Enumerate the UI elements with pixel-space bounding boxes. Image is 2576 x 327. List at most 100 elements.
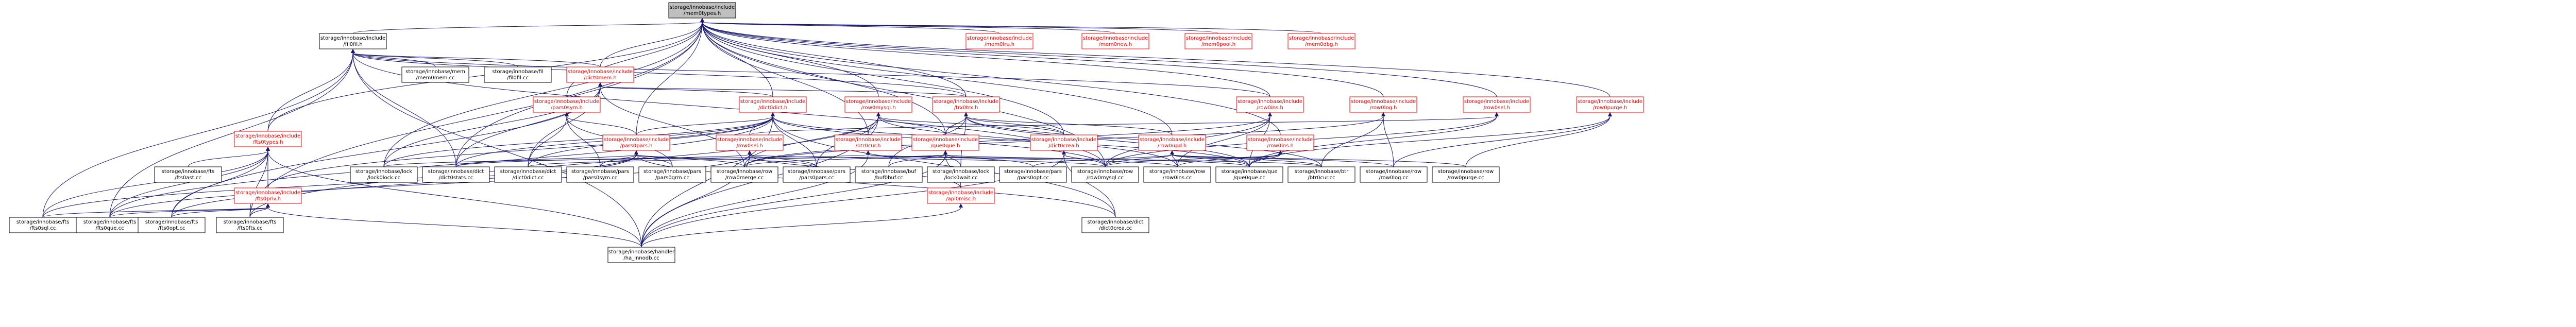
- edge-trx0trx-to-dict0mem: [598, 82, 967, 97]
- node-fts0opt_cc[interactable]: storage/innobase/fts/fts0opt.cc: [138, 217, 206, 233]
- include-edge: [1170, 150, 1466, 167]
- node-box: [9, 217, 77, 233]
- include-edge: [888, 150, 947, 167]
- node-lock0wait_cc[interactable]: storage/innobase/lock/lock0wait.cc: [927, 166, 995, 183]
- edge-pars0pars_cc-to-row0sel2: [748, 150, 817, 167]
- node-fts0ast_cc[interactable]: storage/innobase/fts/fts0ast.cc: [154, 166, 222, 183]
- node-ut0byte[interactable]: storage/innobase/include/mem0pool.h: [1184, 33, 1252, 49]
- node-label-line: /row0purge.cc: [1447, 175, 1484, 181]
- edge-pars0sym_cc-to-pars0sym: [565, 112, 601, 167]
- node-fil0fil[interactable]: storage/innobase/include/fil0fil.h: [319, 33, 387, 49]
- edge-que0que_cc-to-row0ins2: [1249, 150, 1282, 167]
- node-box: [1360, 166, 1428, 183]
- node-row0log[interactable]: storage/innobase/include/row0log.h: [1349, 96, 1417, 113]
- include-edge: [641, 203, 963, 248]
- node-box: [216, 217, 284, 233]
- node-fts0fts_cc[interactable]: storage/innobase/fts/fts0fts.cc: [216, 217, 284, 233]
- node-fil0fil_cc[interactable]: storage/innobase/fil/fil0fil.cc: [484, 66, 552, 83]
- include-edge: [566, 18, 704, 97]
- node-label-line: storage/innobase/include: [568, 69, 633, 75]
- include-edge: [964, 112, 1173, 135]
- node-row0mysql_cc[interactable]: storage/innobase/row/row0mysql.cc: [1071, 166, 1139, 183]
- include-edge: [1062, 150, 1116, 218]
- node-row0merge_cc[interactable]: storage/innobase/row/row0merge.cc: [710, 166, 778, 183]
- node-row0ins_cc[interactable]: storage/innobase/row/row0ins.cc: [1143, 166, 1211, 183]
- edge-row0purge-to-root: [700, 18, 1611, 97]
- node-label-line: /fil0fil.h: [343, 42, 362, 47]
- edge-lock0lock_cc-to-dict0dict: [383, 112, 775, 167]
- node-buf0lru[interactable]: storage/innobase/include/mem0lru.h: [965, 33, 1033, 49]
- node-label-line: /row0sel.h: [736, 143, 763, 149]
- include-edge: [249, 18, 704, 218]
- include-edge: [598, 82, 967, 97]
- node-dict0dict[interactable]: storage/innobase/include/dict0dict.h: [739, 96, 807, 113]
- edge-row0mysql_cc-to-row0ins2: [1105, 150, 1282, 167]
- node-row0log_cc[interactable]: storage/innobase/row/row0log.cc: [1360, 166, 1428, 183]
- node-mem0dbg[interactable]: storage/innobase/include/mem0dbg.h: [1287, 33, 1355, 49]
- node-label-line: /fil0fil.cc: [507, 75, 529, 81]
- node-ut0new[interactable]: storage/innobase/include/mem0new.h: [1081, 33, 1149, 49]
- node-que0que_cc[interactable]: storage/innobase/que/que0que.cc: [1215, 166, 1283, 183]
- node-lock0lock_cc[interactable]: storage/innobase/lock/lock0lock.cc: [350, 166, 418, 183]
- node-lock0lock[interactable]: storage/innobase/include/btr0cur.h: [834, 134, 902, 151]
- include-edge: [1249, 150, 1282, 167]
- edge-lock0lock_cc-to-root: [383, 18, 704, 167]
- node-pars0opt_cc[interactable]: storage/innobase/pars/pars0opt.cc: [999, 166, 1067, 183]
- edge-ha_innodb_cc-to-api0misc: [641, 203, 963, 248]
- node-row0ins2[interactable]: storage/innobase/include/row0ins.h: [1246, 134, 1314, 151]
- edge-fts0que_cc-to-fts0types: [109, 147, 270, 218]
- node-box: [1143, 166, 1211, 183]
- node-pars0pars[interactable]: storage/innobase/include/pars0pars.h: [602, 134, 670, 151]
- node-row0ins[interactable]: storage/innobase/include/row0ins.h: [1236, 96, 1304, 113]
- edge-trx0trx-to-fil0fil: [351, 49, 967, 97]
- node-label-line: storage/innobase/btr: [1295, 169, 1349, 175]
- include-edge: [455, 150, 638, 167]
- include-edge: [249, 203, 270, 218]
- node-trx0trx[interactable]: storage/innobase/include/trx0trx.h: [932, 96, 1000, 113]
- node-row0sel[interactable]: storage/innobase/include/row0sel.h: [1463, 96, 1531, 113]
- node-pars0sym[interactable]: storage/innobase/include/pars0sym.h: [533, 96, 601, 113]
- node-ha_innodb_cc[interactable]: storage/innobase/handler/ha_innodb.cc: [607, 247, 675, 263]
- node-label-line: /ha_innodb.cc: [623, 255, 659, 261]
- node-row0upd[interactable]: storage/innobase/include/row0upd.h: [1138, 134, 1206, 151]
- node-pars0pars_cc[interactable]: storage/innobase/pars/pars0pars.cc: [783, 166, 851, 183]
- node-buf0buf_cc[interactable]: storage/innobase/buf/buf0buf.cc: [855, 166, 923, 183]
- edge-row0sel-to-root: [700, 18, 1497, 97]
- edge-row0ins_cc-to-row0ins: [1177, 112, 1272, 167]
- node-row0mysql[interactable]: storage/innobase/include/row0mysql.h: [844, 96, 912, 113]
- node-row0purge_cc[interactable]: storage/innobase/row/row0purge.cc: [1432, 166, 1500, 183]
- node-dict0crea_cc[interactable]: storage/innobase/dict/dict0crea.cc: [1081, 217, 1149, 233]
- edge-dict0stats_cc-to-pars0pars: [455, 150, 638, 167]
- node-fts0que_cc[interactable]: storage/innobase/fts/fts0que.cc: [76, 217, 144, 233]
- include-edge: [109, 203, 270, 218]
- include-edge: [351, 49, 456, 167]
- node-dict0stats_cc[interactable]: storage/innobase/dict/dict0stats.cc: [422, 166, 490, 183]
- node-api0misc[interactable]: storage/innobase/include/api0misc.h: [927, 187, 995, 204]
- node-fts0sql_cc[interactable]: storage/innobase/fts/fts0sql.cc: [9, 217, 77, 233]
- node-btr0cur_cc[interactable]: storage/innobase/btr/btr0cur.cc: [1287, 166, 1355, 183]
- edge-dict0dict-to-dict0mem: [598, 82, 773, 97]
- node-dict0mem[interactable]: storage/innobase/include/dict0mem.h: [566, 66, 634, 83]
- node-mem0mem_cc[interactable]: storage/innobase/mem/mem0mem.cc: [401, 66, 469, 83]
- node-fts0types[interactable]: storage/innobase/include/fts0types.h: [234, 131, 302, 147]
- node-row0purge[interactable]: storage/innobase/include/row0purge.h: [1576, 96, 1644, 113]
- node-dict0dict_cc[interactable]: storage/innobase/dict/dict0dict.cc: [494, 166, 562, 183]
- edge-row0purge_cc-to-row0upd: [1170, 150, 1466, 167]
- node-label-line: /buf0buf.cc: [874, 175, 903, 181]
- node-row0sel2[interactable]: storage/innobase/include/row0sel.h: [716, 134, 784, 151]
- node-box: [1138, 134, 1206, 151]
- edge-pars0pars-to-pars0sym: [565, 112, 637, 135]
- edge-lock0lock-to-root: [700, 18, 869, 135]
- node-que0que[interactable]: storage/innobase/include/que0que.h: [911, 134, 979, 151]
- node-label-line: storage/innobase/include: [1238, 99, 1302, 105]
- edge-row0log_cc-to-row0purge: [1393, 112, 1612, 167]
- include-edge: [109, 147, 270, 218]
- node-dict0crea[interactable]: storage/innobase/include/dict0crea.h: [1030, 134, 1098, 151]
- node-pars0sym_cc[interactable]: storage/innobase/pars/pars0sym.cc: [566, 166, 634, 183]
- include-edge: [876, 112, 1178, 167]
- node-fts0priv[interactable]: storage/innobase/include/fts0priv.h: [234, 187, 302, 204]
- node-label-line: storage/innobase/buf: [861, 169, 917, 175]
- node-box: [783, 166, 851, 183]
- node-pars0grm_cc[interactable]: storage/innobase/pars/pars0grm.cc: [638, 166, 706, 183]
